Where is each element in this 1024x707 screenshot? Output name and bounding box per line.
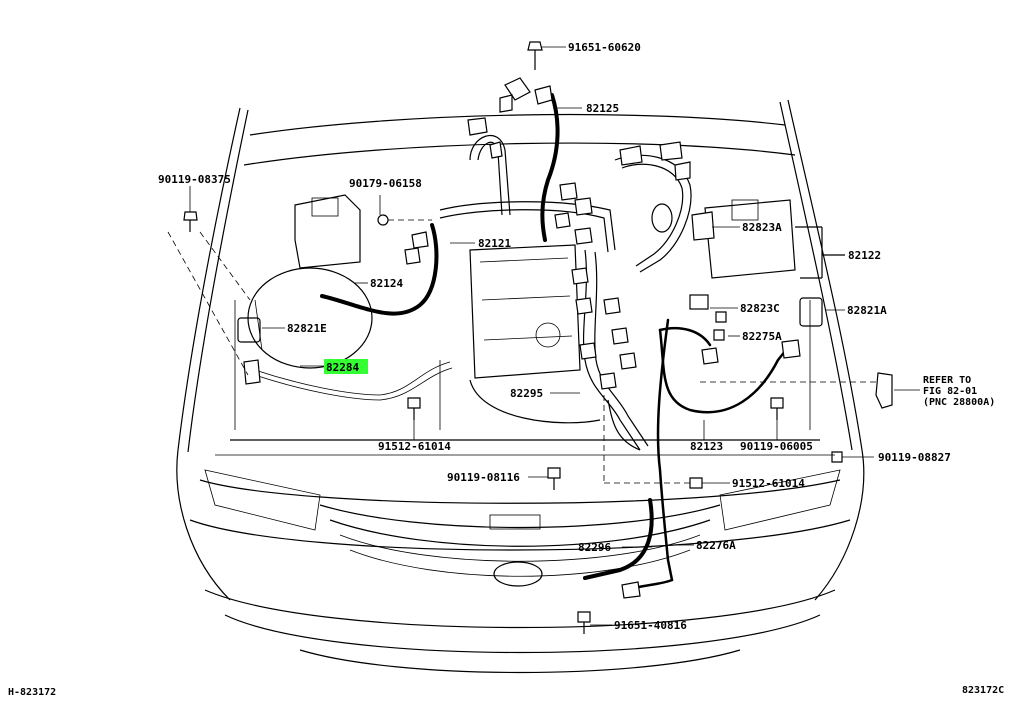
- label-refer-fig: FIG 82-01: [923, 386, 977, 397]
- label-82284: 82284: [326, 361, 359, 374]
- label-82823A: 82823A: [742, 221, 782, 234]
- label-82121: 82121: [478, 237, 511, 250]
- label-90119-08375: 90119-08375: [158, 173, 231, 186]
- vehicle-body-outline: [176, 99, 865, 674]
- label-91512-61014-left: 91512-61014: [378, 440, 451, 453]
- fasteners: [183, 41, 843, 634]
- bolt-90119-08827: [831, 451, 843, 463]
- label-90179-06158: 90179-06158: [349, 177, 422, 190]
- bolt-90119-06005: [770, 397, 784, 420]
- bolt-91512-61014-right: [689, 477, 703, 489]
- label-82823C: 82823C: [740, 302, 780, 315]
- footer-left-code: H-823172: [8, 687, 56, 698]
- leader-lines: [167, 46, 920, 626]
- engine-components: [237, 194, 893, 430]
- label-91651-60620: 91651-60620: [568, 41, 641, 54]
- clip-90179-06158: [377, 214, 389, 226]
- label-82123: 82123: [690, 440, 723, 453]
- bolt-90119-08116: [547, 467, 561, 490]
- label-91512-61014-right: 91512-61014: [732, 477, 805, 490]
- label-82125: 82125: [586, 102, 619, 115]
- label-82275A: 82275A: [742, 330, 782, 343]
- label-refer-pnc: (PNC 28800A): [923, 397, 995, 408]
- label-90119-06005: 90119-06005: [740, 440, 813, 453]
- label-90119-08827: 90119-08827: [878, 451, 951, 464]
- label-90119-08116: 90119-08116: [447, 471, 520, 484]
- bolt-91512-61014-left: [407, 397, 421, 420]
- footer-right-code: 823172C: [962, 685, 1004, 696]
- bolt-90119-08375: [183, 211, 198, 232]
- bolt-91651-40816: [577, 611, 591, 634]
- label-82124: 82124: [370, 277, 403, 290]
- label-82821A: 82821A: [847, 304, 887, 317]
- label-91651-40816: 91651-40816: [614, 619, 687, 632]
- bolt-91651-60620: [527, 41, 543, 70]
- label-refer-to: REFER TO: [923, 375, 971, 386]
- bolt-82823C: [715, 311, 727, 323]
- label-82295: 82295: [510, 387, 543, 400]
- wire-harnesses: [243, 77, 801, 599]
- label-82296: 82296: [578, 541, 611, 554]
- highlight-82284: [324, 359, 368, 374]
- bolt-82275A: [713, 329, 725, 341]
- label-82276A: 82276A: [696, 539, 736, 552]
- part-labels: 91651-60620 82125 90119-08375 90179-0615…: [8, 41, 1004, 698]
- label-82122: 82122: [848, 249, 881, 262]
- label-82821E: 82821E: [287, 322, 327, 335]
